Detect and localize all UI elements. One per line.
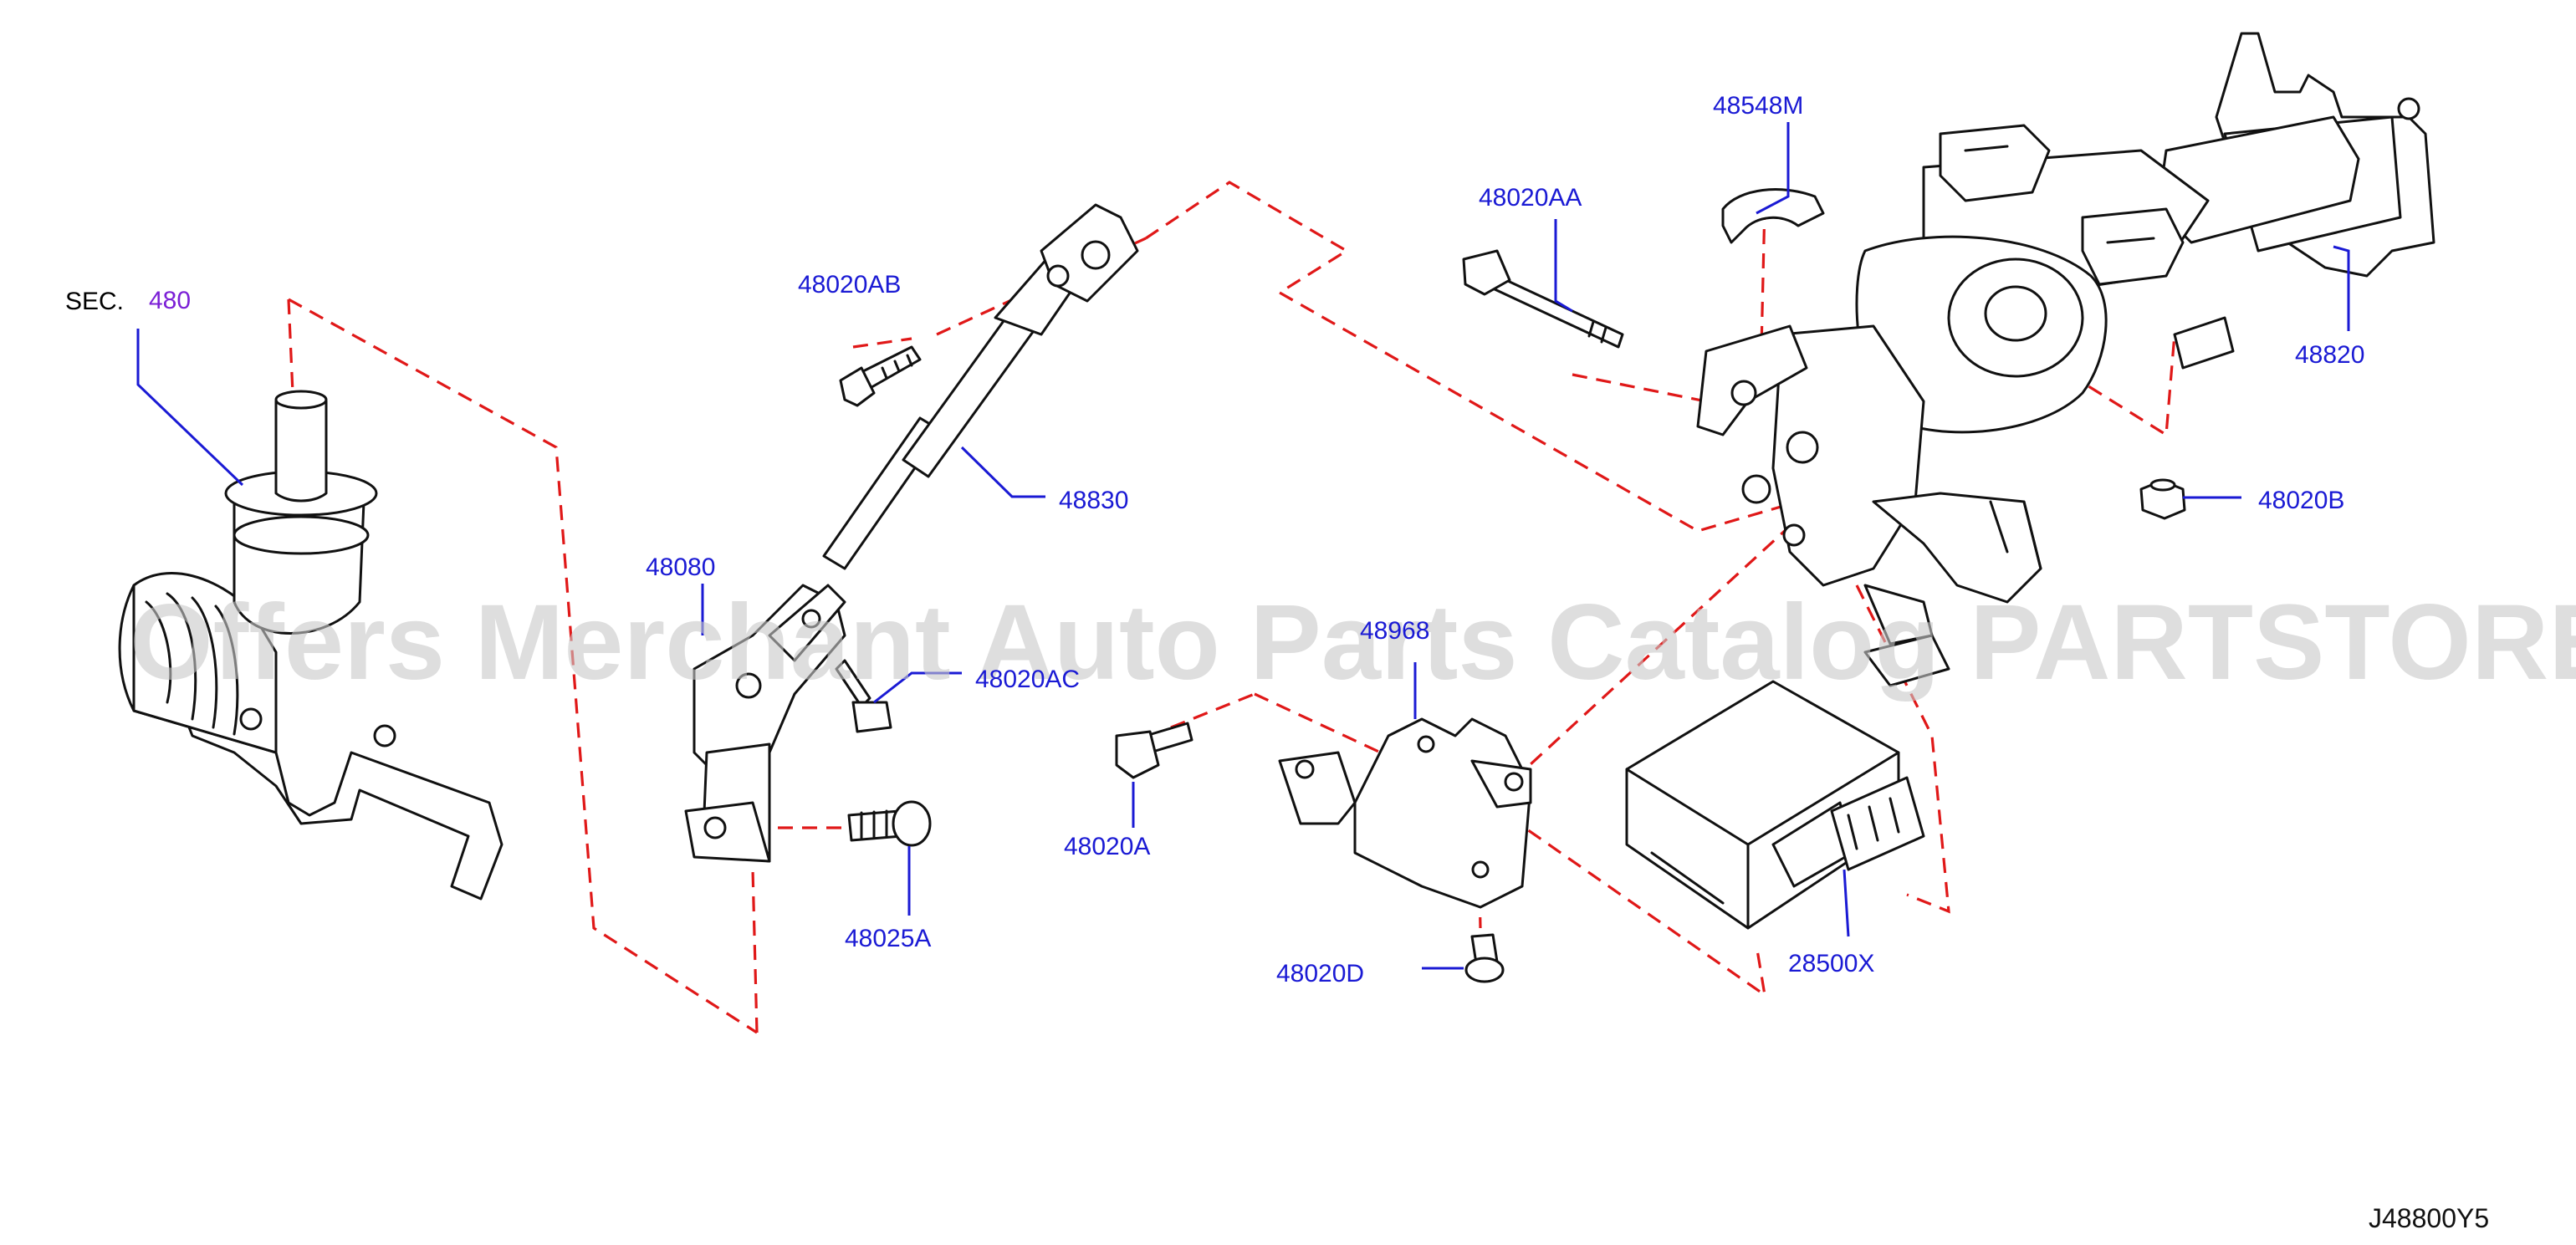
label-48025A[interactable]: 48025A — [845, 925, 931, 952]
diagram-id: J48800Y5 — [2369, 1203, 2489, 1233]
label-48820[interactable]: 48820 — [2295, 341, 2364, 369]
part-48020D-bolt — [1464, 933, 1505, 983]
label-48080[interactable]: 48080 — [646, 554, 715, 581]
steering-rack-section-480 — [118, 390, 503, 901]
part-48080-lower-joint — [684, 584, 846, 863]
part-48020AA-bolt — [1462, 249, 1624, 349]
part-48548M-clip — [1721, 188, 1825, 244]
label-48830[interactable]: 48830 — [1059, 487, 1128, 514]
label-48968[interactable]: 48968 — [1360, 617, 1429, 645]
part-48020AB-bolt — [839, 345, 922, 407]
section-prefix: SEC. — [65, 288, 124, 315]
label-48020AB[interactable]: 48020AB — [798, 271, 901, 298]
label-48020AA[interactable]: 48020AA — [1479, 184, 1582, 212]
label-48020B[interactable]: 48020B — [2258, 487, 2344, 514]
label-48020AC[interactable]: 48020AC — [975, 666, 1080, 693]
part-labels: SEC. 480 48548M 48020AA 48020AB 48820 48… — [65, 92, 2489, 1233]
watermark-text: Offers Merchant Auto Parts Catalog PARTS… — [130, 583, 2576, 702]
part-48830-intermediate-shaft — [822, 203, 1139, 570]
assembly-dashed-lines — [287, 181, 2176, 1034]
label-48548M[interactable]: 48548M — [1713, 92, 1803, 120]
leader-lines — [136, 122, 2350, 970]
part-28500X-control-unit — [1625, 680, 1925, 930]
part-48820-steering-column — [1696, 32, 2435, 687]
label-28500X[interactable]: 28500X — [1788, 950, 1874, 977]
part-48020A-bolt — [1115, 722, 1193, 779]
part-48020B-nut — [2139, 478, 2186, 520]
part-48968-bracket — [1278, 717, 1532, 909]
label-48020D[interactable]: 48020D — [1276, 960, 1364, 987]
section-number-link[interactable]: 480 — [149, 287, 191, 314]
part-48025A-bolt — [847, 800, 932, 847]
label-48020A[interactable]: 48020A — [1064, 833, 1150, 860]
